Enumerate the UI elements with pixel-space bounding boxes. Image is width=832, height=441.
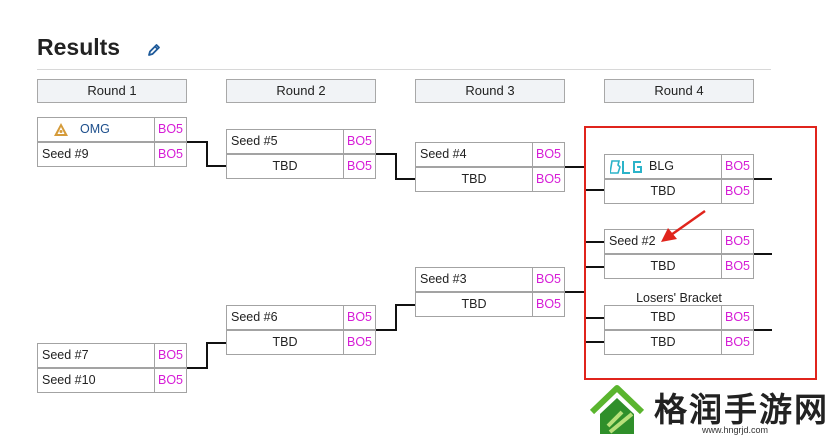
match-slot[interactable]: Seed #10 BO5 <box>37 368 187 393</box>
series-format: BO5 <box>721 230 753 253</box>
team-name: Seed #7 <box>42 348 89 362</box>
team-name: Seed #3 <box>420 272 467 286</box>
series-format: BO5 <box>343 331 375 354</box>
series-format: BO5 <box>721 255 753 278</box>
series-format: BO5 <box>721 155 753 178</box>
match-slot-blg[interactable]: BLG BO5 <box>604 154 754 179</box>
team-name: Seed #10 <box>42 373 96 387</box>
losers-bracket-label: Losers' Bracket <box>636 291 722 305</box>
round-4-header: Round 4 <box>604 79 754 103</box>
match-slot[interactable]: Seed #5 BO5 <box>226 129 376 154</box>
series-format: BO5 <box>721 306 753 329</box>
series-format: BO5 <box>154 118 186 141</box>
series-format: BO5 <box>154 143 186 166</box>
watermark-brand: 格润手游网 <box>654 390 829 429</box>
watermark-url: www.hngrjd.com <box>702 425 769 435</box>
page-title: Results <box>37 34 121 60</box>
highlight-box <box>584 126 817 380</box>
round-1-header: Round 1 <box>37 79 187 103</box>
series-format: BO5 <box>532 168 564 191</box>
series-format: BO5 <box>154 369 186 392</box>
team-name: TBD <box>272 335 298 349</box>
series-format: BO5 <box>343 306 375 329</box>
edit-pencil-icon[interactable] <box>146 42 162 58</box>
match-slot[interactable]: Seed #7 BO5 <box>37 343 187 368</box>
series-format: BO5 <box>532 143 564 166</box>
match-slot[interactable]: Seed #9 BO5 <box>37 142 187 167</box>
team-name: Seed #4 <box>420 147 467 161</box>
team-name: OMG <box>80 122 110 136</box>
series-format: BO5 <box>343 155 375 178</box>
team-name: BLG <box>649 159 675 173</box>
round-3-header: Round 3 <box>415 79 565 103</box>
series-format: BO5 <box>532 293 564 316</box>
team-name: Seed #9 <box>42 147 89 161</box>
blg-logo-icon <box>610 160 642 174</box>
match-slot[interactable]: Seed #6 BO5 <box>226 305 376 330</box>
title-divider <box>37 69 771 70</box>
team-name: TBD <box>461 297 487 311</box>
series-format: BO5 <box>721 331 753 354</box>
match-slot[interactable]: TBD BO5 <box>604 305 754 330</box>
team-name: Seed #2 <box>609 234 656 248</box>
team-name: TBD <box>650 335 676 349</box>
series-format: BO5 <box>343 130 375 153</box>
team-name: TBD <box>650 259 676 273</box>
team-name: TBD <box>461 172 487 186</box>
match-slot[interactable]: Seed #4 BO5 <box>415 142 565 167</box>
team-name: TBD <box>272 159 298 173</box>
watermark-logo-icon <box>589 385 645 434</box>
watermark: 格润手游网 www.hngrjd.com <box>584 380 832 441</box>
series-format: BO5 <box>532 268 564 291</box>
omg-logo-icon <box>54 123 68 136</box>
match-slot-omg[interactable]: OMG BO5 <box>37 117 187 142</box>
team-name: TBD <box>650 310 676 324</box>
series-format: BO5 <box>721 180 753 203</box>
match-slot[interactable]: TBD BO5 <box>604 179 754 204</box>
team-name: TBD <box>650 184 676 198</box>
match-slot[interactable]: Seed #3 BO5 <box>415 267 565 292</box>
match-slot[interactable]: TBD BO5 <box>415 167 565 192</box>
series-format: BO5 <box>154 344 186 367</box>
match-slot[interactable]: TBD BO5 <box>226 154 376 179</box>
annotation-arrow-icon <box>661 209 706 242</box>
match-slot[interactable]: TBD BO5 <box>226 330 376 355</box>
match-slot[interactable]: TBD BO5 <box>604 330 754 355</box>
team-name: Seed #5 <box>231 134 278 148</box>
match-slot[interactable]: TBD BO5 <box>415 292 565 317</box>
match-slot[interactable]: TBD BO5 <box>604 254 754 279</box>
team-name: Seed #6 <box>231 310 278 324</box>
round-2-header: Round 2 <box>226 79 376 103</box>
